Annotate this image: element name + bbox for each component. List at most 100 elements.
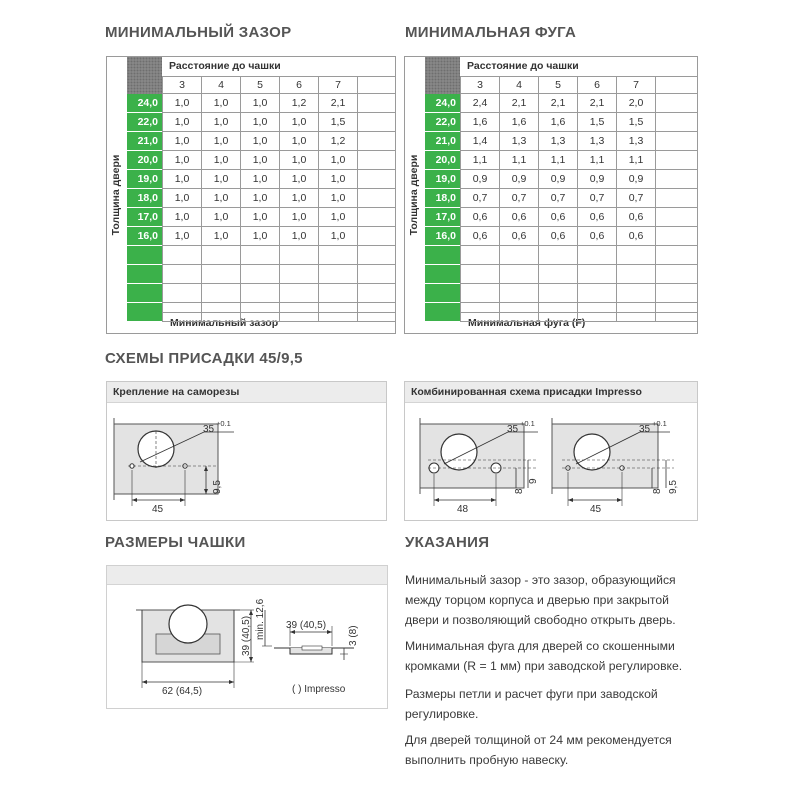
table-cell [616,246,655,265]
min-gap-table: Толщина двери Расстояние до чашки Минима… [106,56,396,334]
column-header: 7 [616,76,655,94]
table-cell [357,94,395,113]
dim-62: 62 (64,5) [162,686,202,697]
row-label: 19,0 [127,170,162,189]
cup-distance-header: Расстояние до чашки [162,57,395,77]
column-header-empty [655,76,697,94]
table-cell: 1,0 [318,170,357,189]
table-cell [460,265,499,284]
row-label: 21,0 [127,132,162,151]
table-footer: Минимальная фуга (F) [460,312,697,333]
column-header: 3 [460,76,499,94]
table-cell [655,113,697,132]
impresso-drawing: 35 +0.1 48 8 9 35 +0.1 45 8 9,5 [419,418,679,515]
table-cell: 0,7 [577,189,616,208]
row-label: 19,0 [425,170,460,189]
table-cell: 1,5 [318,113,357,132]
column-header: 7 [318,76,357,94]
table-cell [357,208,395,227]
door-thickness-label: Толщина двери [110,154,122,236]
table-cell: 0,6 [538,227,577,246]
dim-8: 8 [514,488,525,494]
cup-drawing: 62 (64,5) 39 (40,5) min. 12,6 39 (40,5) … [136,598,359,697]
table-cell: 1,0 [318,189,357,208]
dim-9: 9 [528,478,539,484]
row-label: 16,0 [425,227,460,246]
table-cell: 1,0 [162,113,201,132]
table-cell [655,265,697,284]
table-cell: 1,0 [201,170,240,189]
table-cell: 1,0 [162,189,201,208]
table-cell: 0,6 [577,227,616,246]
table-cell: 1,0 [318,227,357,246]
table-cell [357,151,395,170]
table-cell: 1,0 [279,227,318,246]
dim-tol-left: +0.1 [520,419,535,428]
table-cell: 1,0 [162,227,201,246]
table-cell: 1,6 [538,113,577,132]
row-label [127,265,162,284]
row-label: 22,0 [127,113,162,132]
impresso-note: ( ) Impresso [292,684,346,695]
table-cell [240,303,279,322]
row-label: 17,0 [127,208,162,227]
row-label [127,246,162,265]
table-cell [357,246,395,265]
dim-8-right: 8 [652,488,663,494]
table-cell: 0,6 [460,208,499,227]
column-header: 6 [577,76,616,94]
empty-panel-head [246,382,386,403]
dim-39-top: 39 (40,5) [286,620,326,631]
table-cell: 1,0 [279,189,318,208]
table-cell: 1,0 [201,94,240,113]
notes-title: УКАЗАНИЯ [405,534,490,551]
table-cell: 1,0 [162,170,201,189]
table-cell [201,246,240,265]
table-cell: 0,9 [577,170,616,189]
dim-45-right: 45 [590,504,602,515]
table-cell [201,303,240,322]
table-cell: 1,0 [201,132,240,151]
dim-39-side: 39 (40,5) [241,616,252,656]
table-cell: 1,0 [279,151,318,170]
table-cell [655,94,697,113]
dim-45: 45 [152,504,164,515]
dim-35-left: 35 [507,424,519,435]
table-cell: 1,1 [499,151,538,170]
table-cell [460,246,499,265]
table-cell [240,284,279,303]
column-header: 6 [279,76,318,94]
table-cell [240,265,279,284]
table-cell [279,303,318,322]
table-cell [655,170,697,189]
table-cell [655,284,697,303]
table-cell [240,246,279,265]
table-cell: 1,0 [162,208,201,227]
table-cell: 1,1 [538,151,577,170]
table-cell: 0,7 [499,189,538,208]
column-header: 5 [240,76,279,94]
row-label: 21,0 [425,132,460,151]
table-cell [577,303,616,322]
table-cell: 1,0 [318,208,357,227]
table-cell [357,170,395,189]
table-cell: 1,0 [201,113,240,132]
table-cell [616,284,655,303]
table-cell [616,265,655,284]
table-cell: 0,6 [538,208,577,227]
table-cell [357,227,395,246]
table-cell: 1,0 [201,227,240,246]
table-cell [201,284,240,303]
table-cell: 0,9 [460,170,499,189]
table-cell [655,227,697,246]
screw-mount-drawing: 35 +0.1 45 9,5 [113,418,234,515]
dim-9-5: 9,5 [212,480,223,494]
table-cell [538,284,577,303]
table-cell [538,265,577,284]
table-cell [499,265,538,284]
table-cell: 1,0 [240,170,279,189]
table-cell: 0,6 [499,227,538,246]
column-header: 5 [538,76,577,94]
table-cell: 1,0 [201,208,240,227]
table-cell [577,265,616,284]
